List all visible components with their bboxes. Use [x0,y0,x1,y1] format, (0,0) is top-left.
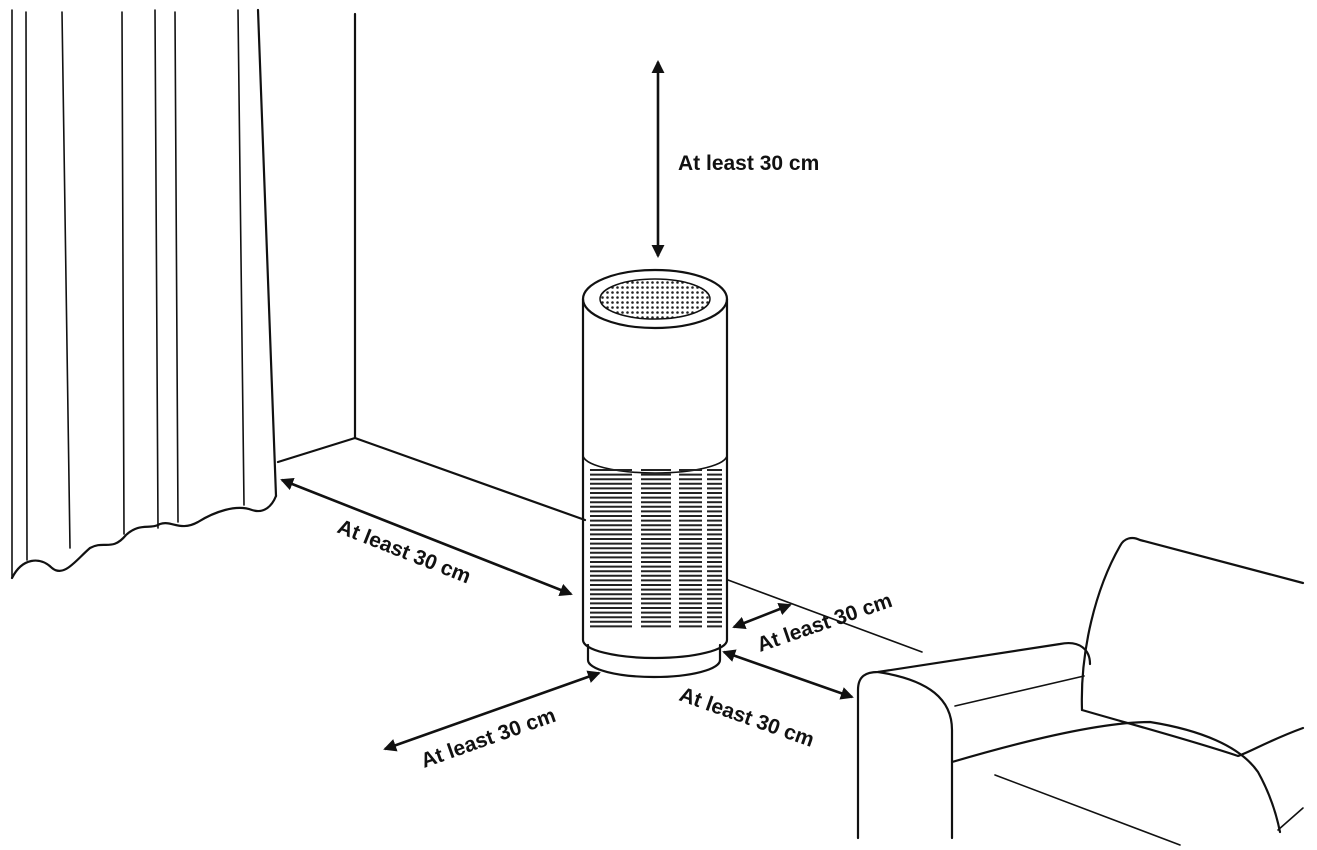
sofa-icon [856,536,1305,846]
label-top-clearance: At least 30 cm [678,152,819,175]
label-front-clearance: At least 30 cm [418,704,559,773]
curtain-icon [10,8,278,580]
label-back-wall-clearance: At least 30 cm [754,589,895,657]
label-curtain-clearance: At least 30 cm [334,515,474,588]
arrow-icon [280,60,854,752]
arrow-back-wall-clearance [732,602,792,630]
air-purifier-icon [581,268,729,679]
arrow-sofa-clearance [722,649,854,700]
arrow-front-clearance [383,670,601,752]
room-walls [276,12,923,653]
arrow-curtain-clearance [280,478,573,596]
label-sofa-clearance: At least 30 cm [676,683,817,752]
air-inlet-grille [590,469,722,628]
